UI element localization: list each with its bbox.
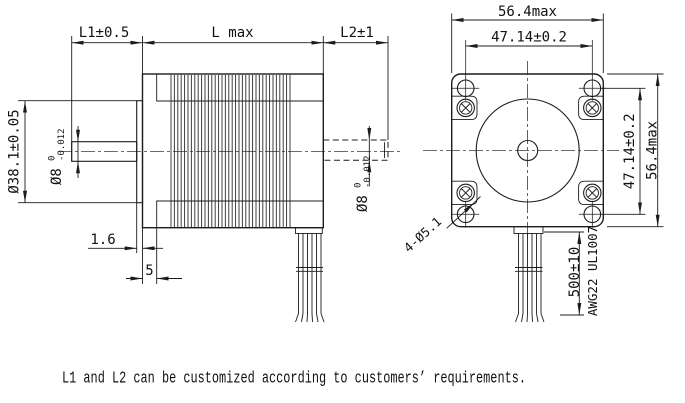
- front-width-dim: [451, 13, 604, 73]
- hole-spacing-v-dim: [600, 87, 646, 215]
- pilot-boss-circle: [475, 98, 580, 203]
- shaft-circle: [517, 139, 539, 162]
- rear-shaft-dia-dim: Ø8 0 -0.012: [354, 126, 373, 212]
- dim-flange-thickness-label: 5: [145, 263, 153, 279]
- assembly-screws: [456, 98, 602, 203]
- customization-note: L1 and L2 can be customized according to…: [62, 370, 526, 389]
- dim-l1-label: L1±0.5: [79, 25, 130, 41]
- screw-bottom-left: [456, 183, 475, 203]
- dim-lmax-label: L max: [211, 25, 253, 41]
- mounting-hole-callout: [446, 196, 481, 229]
- screw-top-right: [583, 98, 602, 118]
- side-view: L1±0.5 L max L2±1 Ø38.1±0.05 Ø8 0 -0.012: [7, 25, 400, 323]
- dim-front-width-label: 56.4max: [498, 4, 557, 20]
- dim-hole-spacing-v-label: 47.14±0.2: [622, 113, 638, 189]
- rear-shaft-tol-upper: 0: [354, 183, 364, 188]
- rear-shaft-hidden: [323, 139, 389, 161]
- lead-length-dim: [544, 231, 584, 316]
- front-height-dim: [607, 73, 664, 228]
- lead-spec-label: AWG22 UL1007: [585, 226, 600, 316]
- dim-lead-length-label: 500±10: [567, 247, 583, 298]
- lead-wires-side: [295, 227, 325, 323]
- front-shaft-tol-upper: 0: [48, 156, 58, 161]
- dim-front-height-label: 56.4max: [645, 121, 661, 180]
- mounting-holes: [452, 40, 606, 228]
- front-shaft: [71, 141, 138, 162]
- dim-boss-protrusion-label: 1.6: [90, 232, 115, 248]
- front-shaft-dia-dim: Ø8 0 -0.012: [48, 126, 80, 185]
- rear-shaft-dia-label: Ø8: [355, 195, 371, 212]
- dim-hole-spacing-h-label: 47.14±0.2: [491, 30, 567, 46]
- front-view: 56.4max 47.14±0.2 47.14±0.2 56.4max 4-Ø5…: [401, 4, 664, 323]
- dim-mounting-holes-label: 4-Ø5.1: [401, 214, 445, 255]
- rear-shaft-tol-lower: -0.012: [363, 155, 373, 188]
- front-shaft-tol-lower: -0.012: [57, 128, 67, 161]
- screw-bottom-right: [583, 183, 602, 203]
- cooling-fins: [170, 75, 292, 227]
- front-shaft-dia-label: Ø8: [49, 168, 65, 185]
- screw-top-left: [456, 98, 475, 118]
- lead-wires-front: [513, 226, 545, 323]
- dim-l2-label: L2±1: [340, 25, 374, 41]
- dim-boss-dia-label: Ø38.1±0.05: [7, 109, 23, 193]
